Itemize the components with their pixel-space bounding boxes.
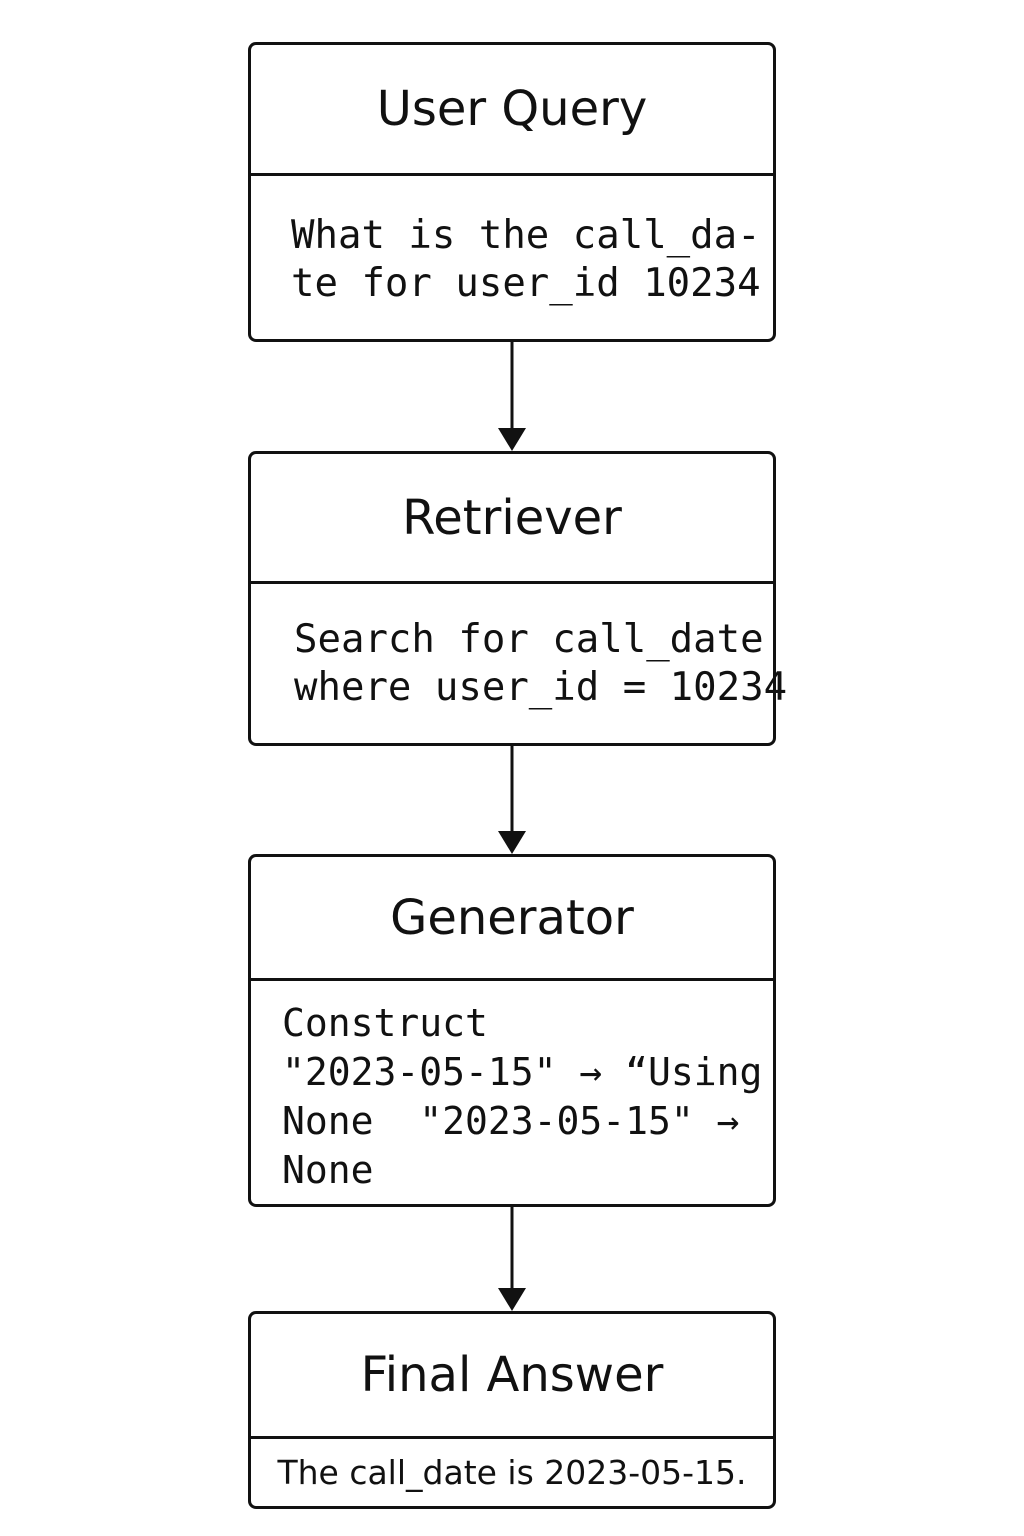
arrow-retriever-to-generator	[498, 746, 526, 854]
arrow-query-to-retriever	[498, 342, 526, 451]
generator-line: None	[282, 1148, 374, 1192]
final-answer-text: The call_date is 2023-05-15.	[277, 1453, 747, 1492]
user-query-node: User Query What is the call_da- te for u…	[248, 42, 776, 342]
retriever-node: Retriever Search for call_date where use…	[248, 451, 788, 746]
generator-body: Construct "2023-05-15" → “Using None "20…	[251, 981, 773, 1195]
generator-title: Generator	[251, 857, 773, 981]
generator-line: "2023-05-15" → “Using	[282, 1050, 763, 1094]
user-query-body: What is the call_da- te for user_id 1023…	[251, 176, 773, 308]
user-query-line: What is the call_da-	[291, 213, 761, 258]
retriever-line: where user_id = 10234	[294, 665, 788, 710]
generator-line: None "2023-05-15" →	[282, 1099, 740, 1143]
user-query-title: User Query	[251, 45, 773, 176]
final-answer-title: Final Answer	[251, 1314, 773, 1439]
generator-node: Generator Construct "2023-05-15" → “Usin…	[248, 854, 776, 1207]
retriever-body: Search for call_date where user_id = 102…	[251, 584, 788, 712]
user-query-line: te for user_id 10234	[291, 261, 761, 306]
final-answer-node: Final Answer The call_date is 2023-05-15…	[248, 1311, 776, 1509]
retriever-title: Retriever	[251, 454, 773, 584]
arrow-generator-to-final-answer	[498, 1207, 526, 1311]
final-answer-body: The call_date is 2023-05-15.	[251, 1439, 773, 1506]
retriever-line: Search for call_date	[294, 617, 764, 662]
generator-line: Construct	[282, 1001, 488, 1045]
